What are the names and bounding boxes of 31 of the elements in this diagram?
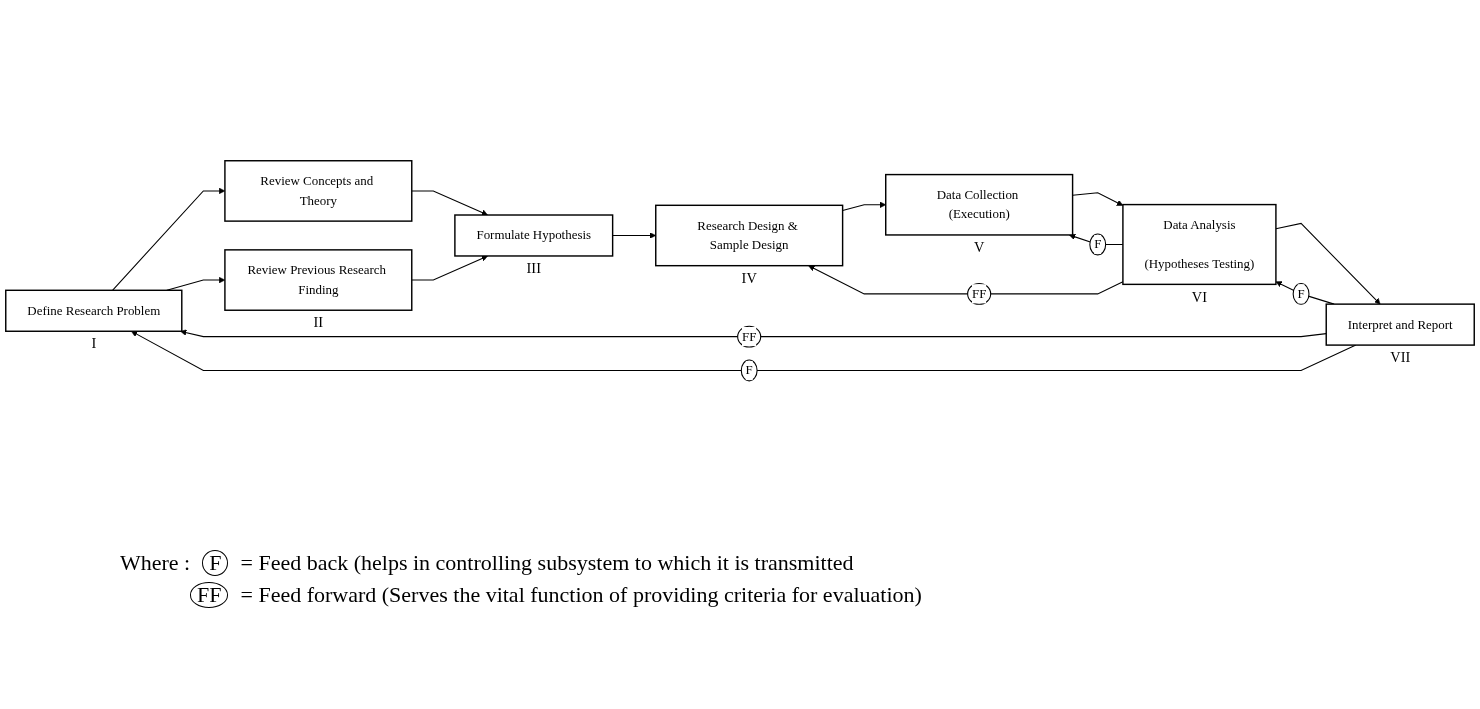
arrow xyxy=(808,264,1124,294)
note-text: Where : xyxy=(120,550,191,576)
arrow xyxy=(842,201,886,211)
arrow xyxy=(1275,222,1381,304)
node-box: Research Design & Sample Design xyxy=(655,204,844,266)
node-box: Review Concepts and Theory xyxy=(224,159,413,222)
roman-numeral: III xyxy=(526,259,541,276)
edge-label: F xyxy=(745,362,753,377)
roman-numeral: V xyxy=(973,238,985,255)
node-box: Review Previous Research Finding xyxy=(224,248,413,311)
roman-numeral: I xyxy=(91,335,97,352)
legend-text: = Feed back (helps in controlling subsystem to which it is transmitted xyxy=(240,550,854,576)
edge-label: F xyxy=(1297,285,1305,301)
arrow xyxy=(180,329,1327,337)
node-box: Define Research Problem xyxy=(5,289,183,332)
roman-numeral: VII xyxy=(1390,348,1411,365)
roman-numeral: VI xyxy=(1191,288,1207,305)
edge-label: FF xyxy=(741,328,757,344)
arrow xyxy=(131,330,1357,371)
edge-label: FF xyxy=(971,285,987,301)
legend-text: = Feed forward (Serves the vital function of providing criteria for evaluation) xyxy=(240,582,922,608)
arrow xyxy=(1072,191,1124,206)
node-box: Interpret and Report xyxy=(1325,302,1475,346)
node-box: Formulate Hypothesis xyxy=(454,213,614,257)
arrow xyxy=(411,254,488,281)
roman-numeral: IV xyxy=(741,269,757,286)
roman-numeral: II xyxy=(313,314,324,331)
node-box: Data Collection (Execution) xyxy=(885,173,1074,236)
edge-label: F xyxy=(1094,236,1102,251)
node-box: Data Analysis (Hypotheses Testing) xyxy=(1122,203,1277,285)
arrow xyxy=(411,189,488,216)
